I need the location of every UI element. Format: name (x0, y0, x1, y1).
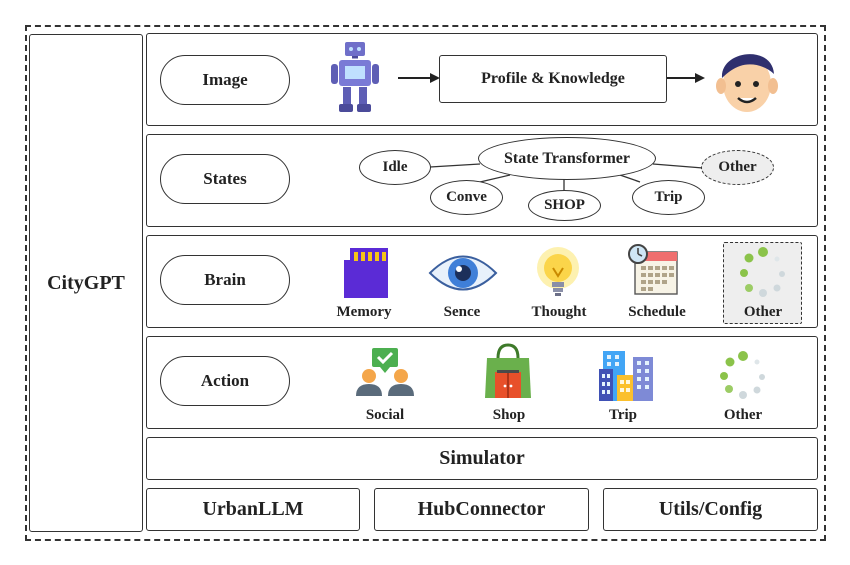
brain-caption-other: Other (743, 304, 783, 320)
brain-caption-sence: Sence (443, 304, 481, 320)
action-row-label: Action (160, 356, 290, 406)
utils-config-box: Utils/Config (603, 488, 818, 531)
lightbulb-icon (537, 247, 579, 296)
outer-frame (25, 25, 826, 541)
brain-caption-schedule: Schedule (628, 304, 686, 320)
shopping-bag-icon (485, 343, 531, 398)
profile-knowledge-box: Profile & Knowledge (439, 55, 667, 103)
simulator-box: Simulator (146, 437, 818, 480)
eye-icon (428, 255, 498, 291)
person-face-icon (716, 50, 778, 114)
state-transformer-node: State Transformer (478, 137, 656, 180)
citygpt-title: CityGPT (47, 271, 125, 294)
loading-dots-icon (720, 351, 765, 399)
brain-caption-memory: Memory (336, 304, 392, 320)
action-caption-shop: Shop (492, 407, 526, 423)
arrow-robot-to-profile (398, 73, 440, 83)
states-row-label: States (160, 154, 290, 204)
state-node-conve: Conve (430, 180, 503, 215)
action-caption-social: Social (365, 407, 405, 423)
social-people-icon (356, 348, 414, 396)
action-caption-trip: Trip (608, 407, 638, 423)
arrow-profile-to-person (667, 73, 705, 83)
state-node-trip: Trip (632, 180, 705, 215)
action-caption-other: Other (723, 407, 763, 423)
city-buildings-icon (599, 351, 653, 401)
image-row-label: Image (160, 55, 290, 105)
loading-dots-icon (740, 247, 785, 297)
brain-row-label: Brain (160, 255, 290, 305)
state-node-other: Other (701, 150, 774, 185)
brain-caption-thought: Thought (531, 304, 587, 320)
state-node-idle: Idle (359, 150, 431, 185)
robot-icon (331, 40, 379, 112)
calendar-clock-icon (628, 244, 678, 295)
urbanllm-box: UrbanLLM (146, 488, 360, 531)
hubconnector-box: HubConnector (374, 488, 589, 531)
memory-chip-icon (344, 248, 388, 298)
citygpt-panel: CityGPT (29, 34, 143, 532)
state-node-shop: SHOP (528, 190, 601, 221)
